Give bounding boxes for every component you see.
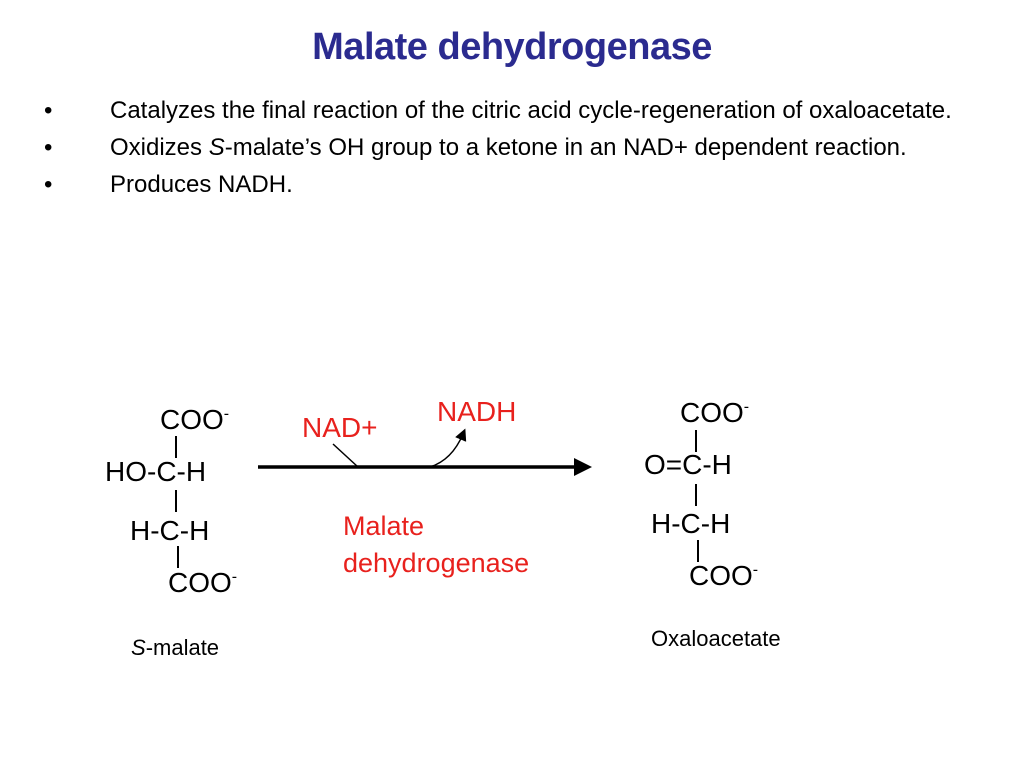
bullet-text-lead: Oxidizes bbox=[110, 134, 209, 161]
product-bottom-carboxylate: COO- bbox=[689, 560, 759, 591]
bullet-item: • Catalyzes the final reaction of the ci… bbox=[44, 96, 964, 126]
enzyme-label-line-2: dehydrogenase bbox=[343, 548, 530, 578]
bullet-marker: • bbox=[44, 97, 53, 124]
enzyme-label-line-1: Malate bbox=[343, 511, 425, 541]
product-name: Oxaloacetate bbox=[651, 626, 781, 651]
page-title: Malate dehydrogenase bbox=[312, 26, 712, 68]
bullet-text: Catalyzes the final reaction of the citr… bbox=[110, 97, 952, 124]
bullet-marker: • bbox=[44, 171, 53, 198]
reactant-top-carboxylate: COO- bbox=[160, 404, 230, 435]
reactant-bottom-carboxylate: COO- bbox=[168, 567, 238, 598]
bullet-text-italic: S bbox=[208, 134, 225, 161]
reaction-arrowhead bbox=[574, 458, 592, 476]
reactant-row-1: HO-C-H bbox=[105, 456, 207, 487]
nadh-out-arrow bbox=[429, 428, 467, 468]
bullet-item: • Produces NADH. bbox=[44, 170, 964, 200]
bullet-text: Produces NADH. bbox=[110, 171, 293, 198]
product-top-carboxylate: COO- bbox=[680, 397, 750, 428]
product-row-1: O=C-H bbox=[644, 449, 732, 480]
bullet-text: -malate’s OH group to a ketone in an NAD… bbox=[224, 134, 907, 161]
bullet-marker: • bbox=[44, 134, 53, 161]
bullet-item: • Oxidizes S-malate’s OH group to a keto… bbox=[44, 133, 964, 163]
reactant-row-2: H-C-H bbox=[130, 515, 210, 546]
reactant-name: S-malate bbox=[131, 635, 220, 660]
bullet-list: • Catalyzes the final reaction of the ci… bbox=[44, 96, 964, 207]
cofactor-in-label: NAD+ bbox=[302, 412, 378, 443]
nad-in-line bbox=[332, 443, 359, 468]
product-row-2: H-C-H bbox=[651, 508, 731, 539]
cofactor-out-label: NADH bbox=[437, 396, 517, 427]
